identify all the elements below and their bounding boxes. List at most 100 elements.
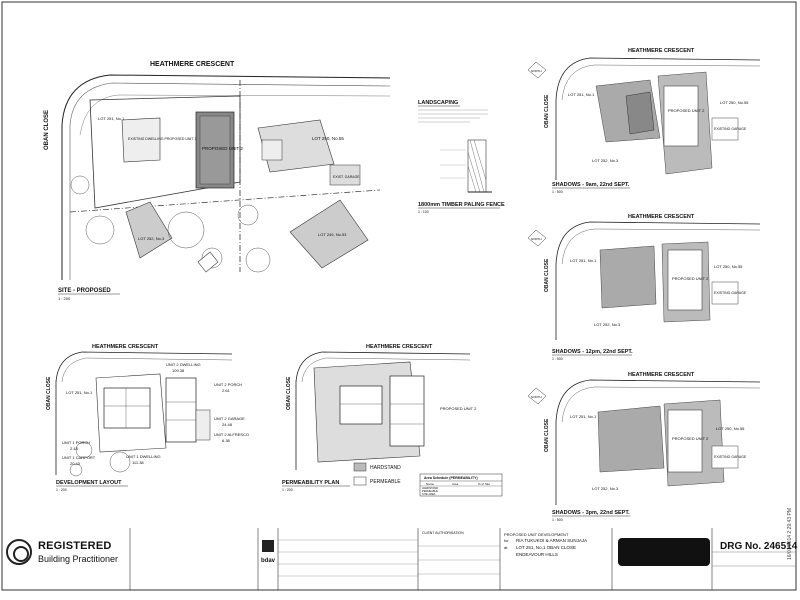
project-line1: PROPOSED UNIT DEVELOPMENT [504, 532, 569, 537]
shadow3-street-side: OBAN CLOSE [544, 418, 550, 452]
shadow2-lot-250: LOT 250, No.55 [714, 264, 743, 269]
perm-table-title: Area Schedule (PERMEABILITY) [424, 476, 478, 480]
shadow-panel-12pm: HEATHMERE CRESCENT OBAN CLOSE PROPOSED U… [527, 214, 761, 361]
perm-legend-permeable: PERMEABLE [370, 479, 401, 485]
client-authorisation: CLIENT AUTHORISATION [422, 531, 464, 535]
dev-unit2-dwelling-area: 109.38 [172, 368, 185, 373]
perm-table-row0: HARDSTAND [422, 486, 438, 490]
perm-scale: 1 : 200 [282, 488, 293, 492]
dev-lot-251: LOT 251, No.1 [66, 390, 93, 395]
dev-unit1-carport-area: 20.43 [70, 461, 81, 466]
dev-street-top: HEATHMERE CRESCENT [92, 344, 159, 350]
dev-unit1-carport: UNIT 1 CARPORT [62, 455, 96, 460]
shadow1-lot-250: LOT 250, No.55 [720, 100, 749, 105]
north-arrow [197, 251, 219, 273]
shadow3-proposed-unit2: PROPOSED UNIT 2 [672, 436, 709, 441]
site-scale: 1 : 200 [58, 296, 71, 301]
perm-proposed-unit2: PROPOSED UNIT 2 [440, 406, 477, 411]
landscaping-title: LANDSCAPING [418, 100, 458, 106]
dev-unit1-dwelling: UNIT 1 DWELLING [126, 454, 161, 459]
registered-label: REGISTERED [38, 540, 112, 552]
redacted-signature [618, 538, 710, 566]
shadow2-proposed-unit2: PROPOSED UNIT 2 [672, 276, 709, 281]
shadow3-existing-garage: EXISTING GARAGE [714, 455, 747, 459]
shadow3-title: SHADOWS - 3pm, 22nd SEPT. [552, 510, 630, 516]
dev-scale: 1 : 200 [56, 488, 67, 492]
perm-street-top: HEATHMERE CRESCENT [366, 344, 433, 350]
shadow1-street-side: OBAN CLOSE [544, 94, 550, 128]
shadow1-lot-251: LOT 251, No.1 [568, 92, 595, 97]
shadow2-street-top: HEATHMERE CRESCENT [628, 214, 695, 220]
dev-unit2-garage-area: 24.48 [222, 422, 233, 427]
site-street-side: OBAN CLOSE [44, 110, 50, 150]
project-line3: LOT 251, No.1 OBAN CLOSE [516, 545, 576, 550]
dev-unit1-porch-area: 2.43 [70, 446, 79, 451]
project-at: at [504, 545, 508, 550]
site-lot-250: LOT 250, No.55 [312, 136, 344, 141]
permeability-plan: HEATHMERE CRESCENT OBAN CLOSE PROPOSED U… [282, 344, 503, 497]
dev-unit2-porch: UNIT 2 PORCH [214, 382, 242, 387]
drawing-number-label: DRG No. [720, 541, 762, 552]
project-line2: RIA TUKUKOI & ARMAN SUNJAJA [516, 538, 587, 543]
shadow1-existing-garage: EXISTING GARAGE [714, 127, 747, 131]
site-street-top: HEATHMERE CRESCENT [150, 61, 235, 68]
shadow-panel-9am: HEATHMERE CRESCENT OBAN CLOSE PROPOSED U… [527, 48, 761, 194]
site-lot-252: LOT 252, No.3 [138, 236, 165, 241]
site-plan: HEATHMERE CRESCENT OBAN CLOSE EXISTING D… [44, 61, 391, 301]
perm-table-h2: % of Site [478, 482, 490, 486]
shadow2-scale: 1 : 500 [552, 357, 563, 361]
shadow3-lot-251: LOT 251, No.1 [570, 414, 597, 419]
perm-table-row1: PERMEABLE [422, 489, 438, 493]
dev-unit2-alfresco: UNIT 2 ALFRESCO [214, 432, 249, 437]
site-title: SITE - PROPOSED [58, 288, 111, 294]
firm-logo: bdav [261, 558, 276, 564]
shadow1-street-top: HEATHMERE CRESCENT [628, 48, 695, 54]
shadow-panel-3pm: HEATHMERE CRESCENT OBAN CLOSE PROPOSED U… [527, 372, 761, 522]
shadow3-street-top: HEATHMERE CRESCENT [628, 372, 695, 378]
drawing-number-value: 246514 [763, 541, 798, 552]
dev-unit2-garage: UNIT 2 GARAGE [214, 416, 245, 421]
shadow1-north: NORTH [531, 69, 542, 73]
print-timestamp: 16/07/2014 2:29:43 PM [787, 508, 793, 560]
shadow2-street-side: OBAN CLOSE [544, 258, 550, 292]
site-proposed-unit2: PROPOSED UNIT 2 [202, 146, 243, 151]
shadow3-north: NORTH [531, 395, 542, 399]
perm-table-h1: Area [452, 482, 459, 486]
landscaping-detail: LANDSCAPING 1800mm TIMBER PALING FENCE 1… [418, 100, 505, 214]
perm-legend-hardstand: HARDSTAND [370, 465, 401, 471]
drawing-number: DRG No. 246514 [720, 541, 797, 552]
shadow1-lot-252: LOT 252, No.3 [592, 158, 619, 163]
shadow2-lot-251: LOT 251, No.1 [570, 258, 597, 263]
title-block-grid: bdav CLIENT AUTHORISATION PROPOSED UNIT … [129, 528, 796, 590]
perm-title: PERMEABILITY PLAN [282, 480, 339, 486]
registered-practitioner-badge: REGISTERED Building Practitioner [4, 534, 124, 574]
site-existing-dwelling: EXISTING DWELLING PROPOSED UNIT 1 [128, 137, 196, 141]
site-lot-251: LOT 251, No.1 [98, 116, 125, 121]
dev-title: DEVELOPMENT LAYOUT [56, 480, 122, 486]
perm-street-side: OBAN CLOSE [286, 376, 292, 410]
dev-unit1-porch: UNIT 1 PORCH [62, 440, 90, 445]
shadow1-proposed-unit2: PROPOSED UNIT 2 [668, 108, 705, 113]
project-line4: ENDEAVOUR HILLS [516, 552, 558, 557]
shadow1-title: SHADOWS - 9am, 22nd SEPT. [552, 182, 630, 188]
dev-unit1-dwelling-area: 111.38 [132, 460, 144, 465]
shadow2-existing-garage: EXISTING GARAGE [714, 291, 747, 295]
shadow2-title: SHADOWS - 12pm, 22nd SEPT. [552, 349, 633, 355]
dev-unit2-porch-area: 2.61 [222, 388, 231, 393]
shadow2-lot-252: LOT 252, No.3 [594, 322, 621, 327]
fence-title: 1800mm TIMBER PALING FENCE [418, 202, 505, 208]
building-practitioner-label: Building Practitioner [38, 554, 119, 564]
project-for: for [504, 538, 509, 543]
perm-table-h0: Name [426, 482, 434, 486]
site-existing-garage: EXIST. GARAGE [333, 175, 360, 179]
perm-table-row2: SITE AREA [422, 492, 436, 496]
fence-scale: 1 : 100 [418, 210, 429, 214]
dev-unit2-alfresco-area: 6.38 [222, 438, 231, 443]
development-layout: HEATHMERE CRESCENT OBAN CLOSE LOT 251, N… [46, 344, 249, 492]
shadow3-lot-250: LOT 250, No.55 [716, 426, 745, 431]
dev-unit2-dwelling: UNIT 2 DWELLING [166, 362, 201, 367]
site-lot-249: LOT 249, No.53 [318, 232, 347, 237]
dev-street-side: OBAN CLOSE [46, 376, 52, 410]
